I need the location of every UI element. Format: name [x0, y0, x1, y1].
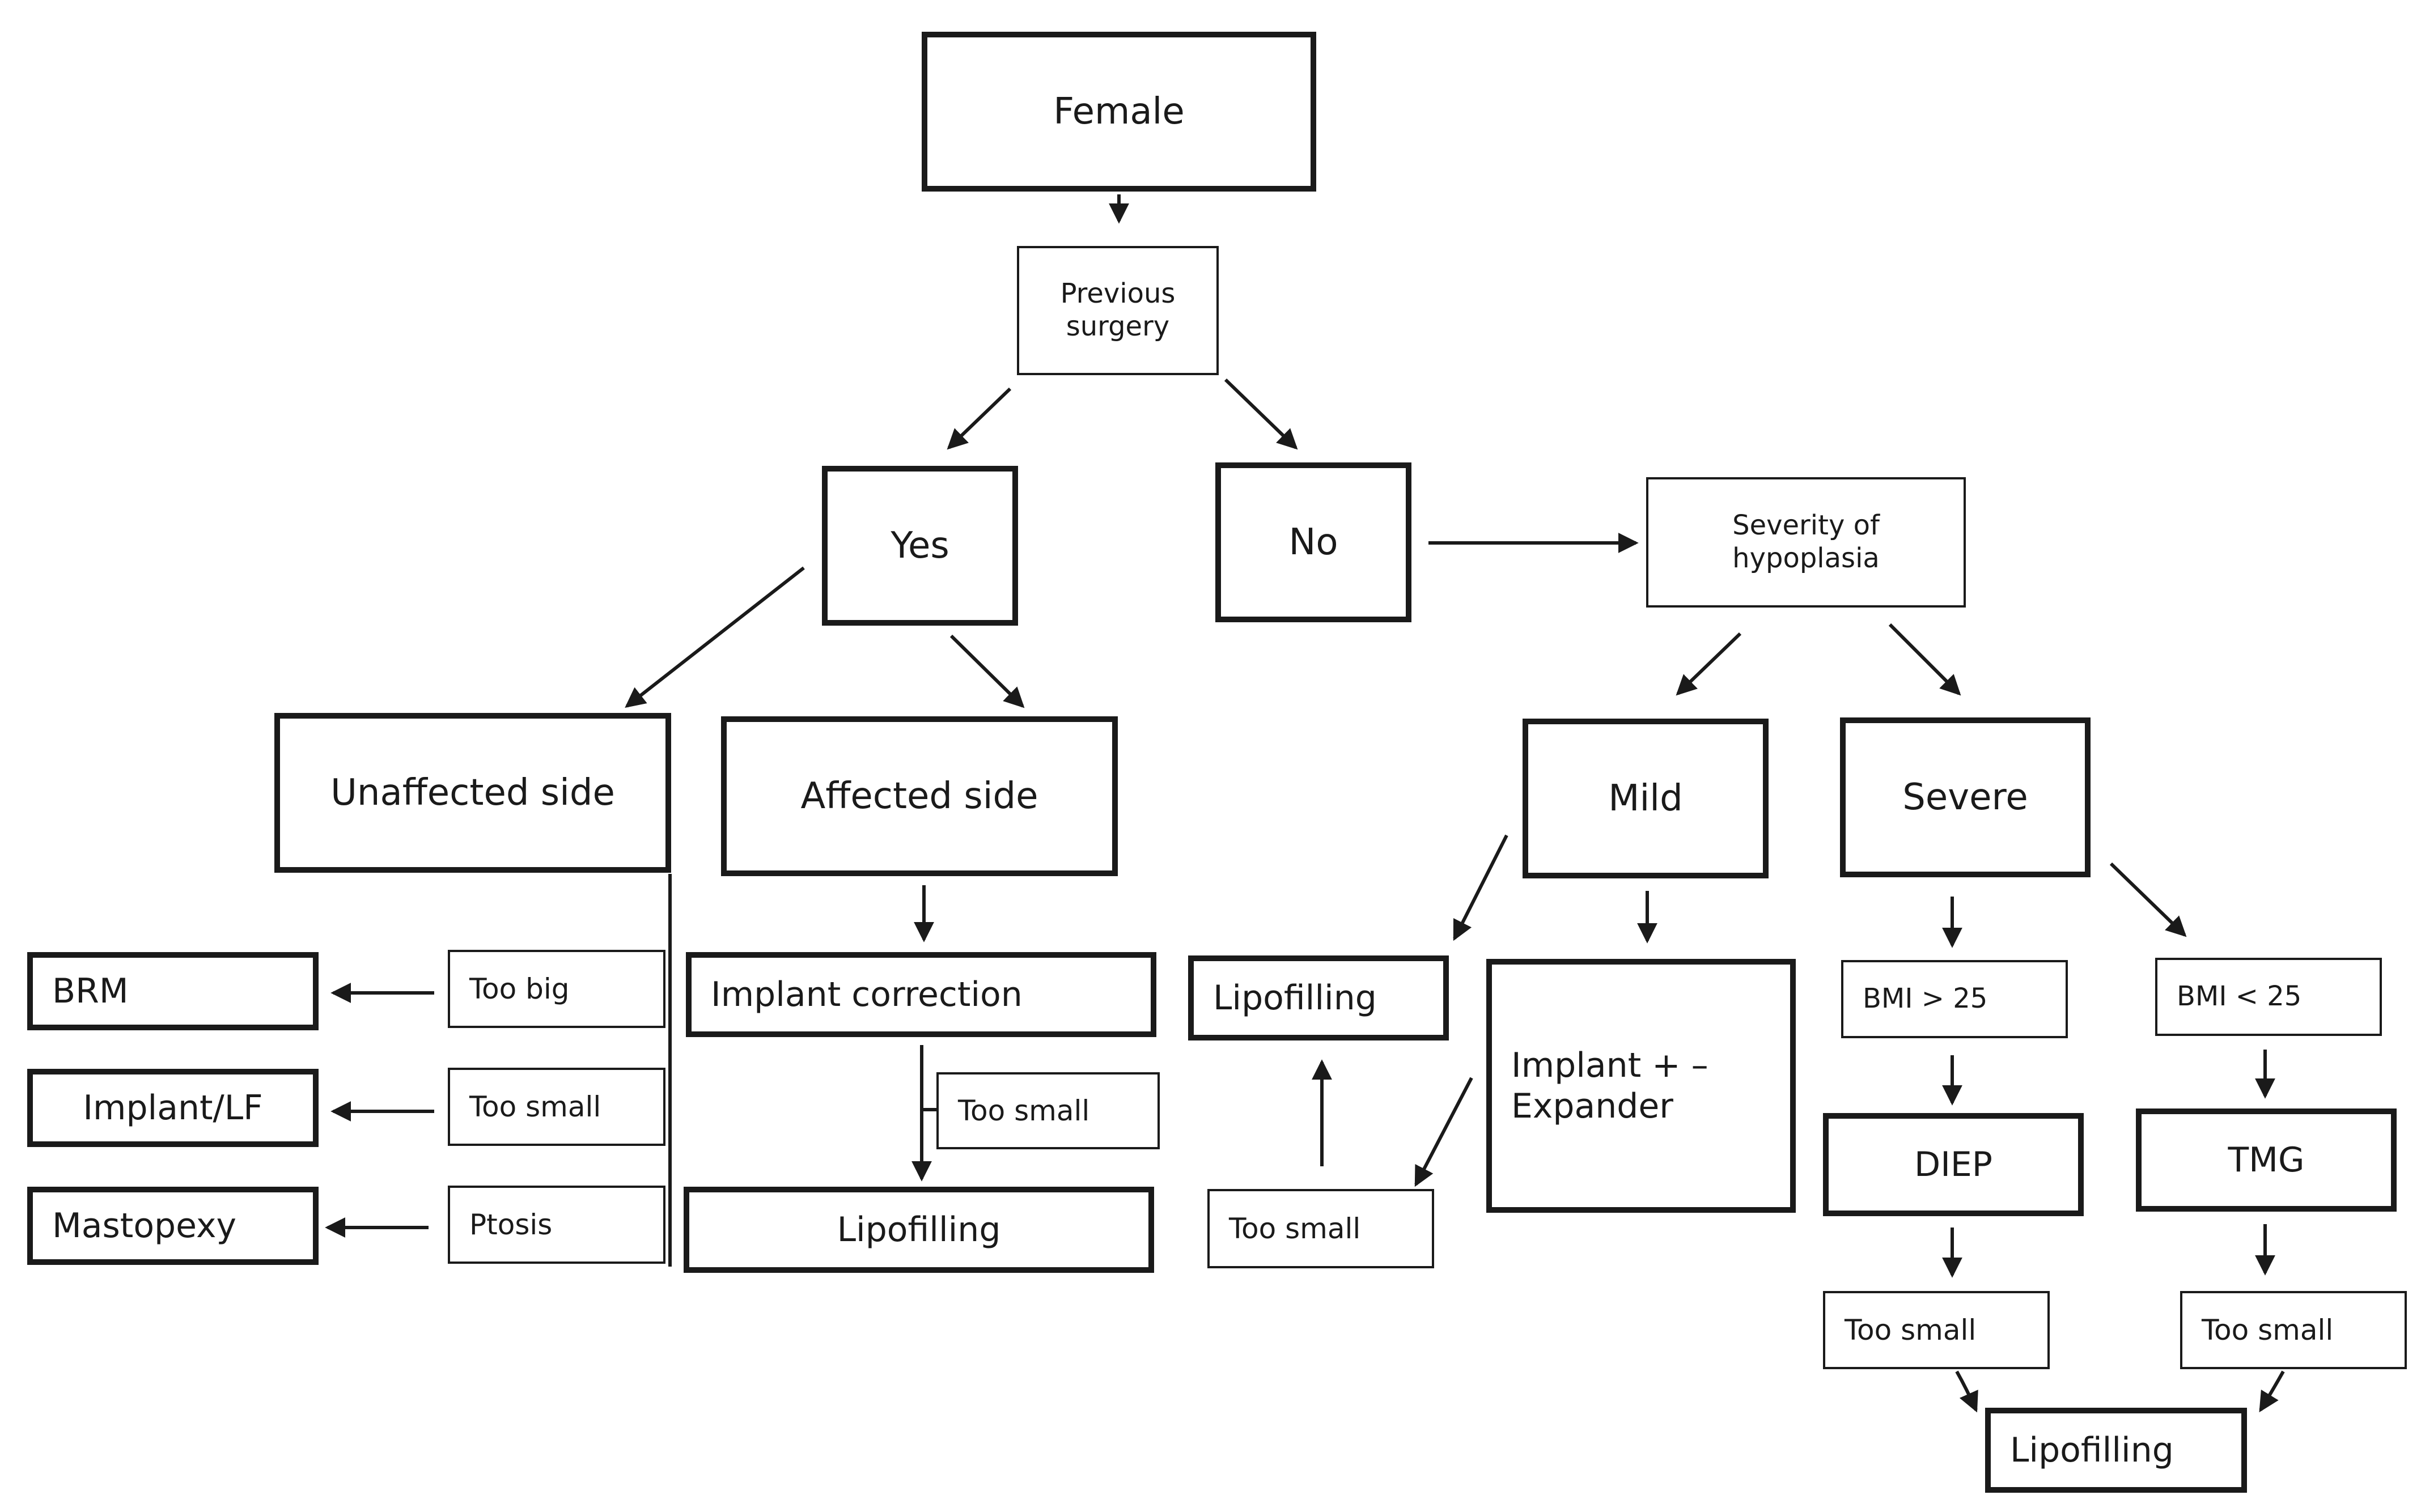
arrow-implant-expander-to-too-small: [1414, 1077, 1473, 1187]
implant-lf-box: Implant/LF: [27, 1069, 319, 1147]
arrow-mild-to-lipofilling: [1453, 834, 1508, 941]
arrow-too-small-diep-to-lipofilling: [1955, 1370, 1978, 1413]
no-box: No: [1215, 462, 1411, 622]
lipofilling-final-box: Lipofilling: [1985, 1408, 2247, 1493]
arrow-yes-to-affected-side: [949, 634, 1025, 708]
mastopexy-box: Mastopexy: [27, 1187, 319, 1265]
diep-box: DIEP: [1823, 1113, 2084, 1216]
severe-box: Severe: [1840, 717, 2091, 877]
arrow-yes-to-unaffected-side: [625, 566, 805, 708]
affected-side-box: Affected side: [721, 716, 1118, 876]
bmi-lt-25-box: BMI < 25: [2155, 958, 2382, 1036]
yes-box: Yes: [822, 466, 1018, 626]
lipofilling-affected-box: Lipofilling: [684, 1187, 1154, 1273]
too-small-affected-box: Too small: [936, 1072, 1160, 1149]
tmg-box: TMG: [2136, 1108, 2397, 1212]
arrow-severe-to-bmi-lt-25: [2109, 862, 2187, 937]
too-big-box: Too big: [448, 950, 665, 1028]
too-small-unaffected-box: Too small: [448, 1068, 665, 1146]
arrow-too-small-tmg-to-lipofilling: [2259, 1370, 2285, 1413]
female-box: Female: [922, 32, 1316, 192]
brm-box: BRM: [27, 952, 319, 1030]
previous-surgery-box: Previous surgery: [1017, 246, 1219, 375]
arrow-severity-to-severe: [1888, 623, 1961, 696]
too-small-mild-box: Too small: [1207, 1189, 1434, 1268]
mild-box: Mild: [1523, 719, 1769, 878]
ptosis-box: Ptosis: [448, 1186, 665, 1264]
arrow-previous-surgery-to-yes: [947, 387, 1012, 450]
severity-of-hypoplasia-box: Severity of hypoplasia: [1646, 477, 1966, 608]
bmi-gt-25-box: BMI > 25: [1841, 960, 2068, 1038]
arrow-severity-to-mild: [1676, 632, 1742, 696]
lipofilling-mild-box: Lipofilling: [1188, 955, 1449, 1040]
implant-correction-box: Implant correction: [686, 952, 1156, 1037]
unaffected-side-box: Unaffected side: [274, 713, 671, 873]
arrow-previous-surgery-to-no: [1224, 378, 1298, 450]
implant-expander-box: Implant + – Expander: [1486, 959, 1796, 1213]
too-small-diep-box: Too small: [1823, 1291, 2050, 1369]
too-small-tmg-box: Too small: [2180, 1291, 2407, 1369]
